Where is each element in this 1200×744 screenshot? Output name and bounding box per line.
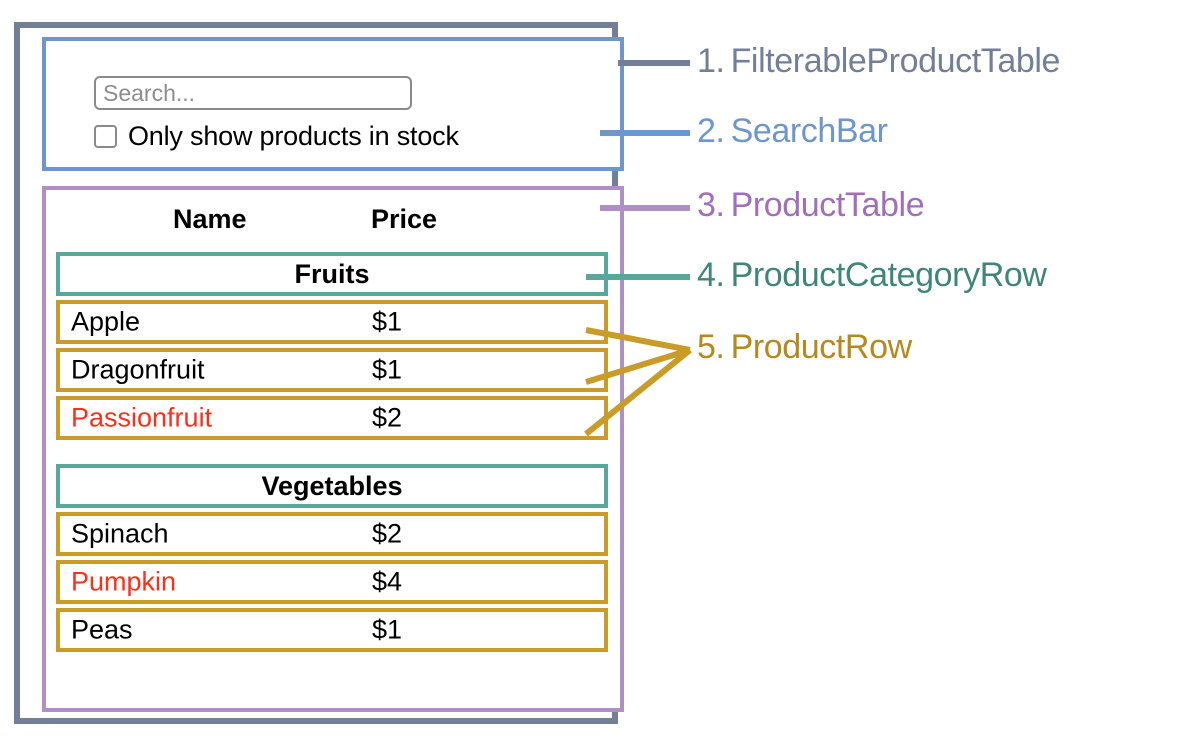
checkbox-icon[interactable] <box>94 125 117 148</box>
product-category-row: Fruits <box>56 252 608 296</box>
group-spacer <box>56 444 608 464</box>
legend-item-product-row: 5.ProductRow <box>697 328 912 367</box>
product-name: Passionfruit <box>71 402 213 433</box>
product-table-body: Fruits Apple $1 Dragonfruit $1 Passionfr… <box>56 252 608 656</box>
product-category-row: Vegetables <box>56 464 608 508</box>
product-table-frame: Name Price Fruits Apple $1 Dragonfruit $… <box>42 186 624 712</box>
legend-name: FilterableProductTable <box>730 42 1061 80</box>
legend-item-search-bar: 2.SearchBar <box>697 112 888 151</box>
product-name: Peas <box>71 614 133 645</box>
product-price: $1 <box>372 306 403 337</box>
legend-number: 4. <box>697 256 725 294</box>
product-table-header: Name Price <box>46 204 620 240</box>
category-label: Vegetables <box>261 470 403 501</box>
category-label: Fruits <box>294 258 370 289</box>
legend-name: SearchBar <box>730 112 888 150</box>
product-row: Apple $1 <box>56 300 608 344</box>
in-stock-checkbox-row[interactable]: Only show products in stock <box>94 121 459 152</box>
legend-item-product-category-row: 4.ProductCategoryRow <box>697 256 1047 295</box>
product-price: $2 <box>372 402 403 433</box>
legend-number: 3. <box>697 186 725 224</box>
product-name: Apple <box>71 306 141 337</box>
legend-number: 1. <box>697 42 725 80</box>
legend-number: 5. <box>697 328 725 366</box>
product-row: Pumpkin $4 <box>56 560 608 604</box>
search-bar-frame: Search... Only show products in stock <box>42 37 624 171</box>
product-price: $2 <box>372 518 403 549</box>
product-price: $1 <box>372 614 403 645</box>
legend-number: 2. <box>697 112 725 150</box>
legend-name: ProductRow <box>730 328 913 366</box>
legend-item-product-table: 3.ProductTable <box>697 186 925 225</box>
column-header-name: Name <box>173 204 247 234</box>
product-row: Spinach $2 <box>56 512 608 556</box>
product-row: Dragonfruit $1 <box>56 348 608 392</box>
product-row: Peas $1 <box>56 608 608 652</box>
product-price: $1 <box>372 354 403 385</box>
product-name: Spinach <box>71 518 169 549</box>
product-price: $4 <box>372 566 403 597</box>
column-header-price: Price <box>371 204 438 234</box>
product-row: Passionfruit $2 <box>56 396 608 440</box>
search-input[interactable]: Search... <box>94 76 412 110</box>
legend-name: ProductTable <box>730 186 925 224</box>
in-stock-checkbox-label: Only show products in stock <box>128 121 459 151</box>
legend-name: ProductCategoryRow <box>730 256 1047 294</box>
product-name: Pumpkin <box>71 566 177 597</box>
product-name: Dragonfruit <box>71 354 205 385</box>
legend-item-filterable-product-table: 1.FilterableProductTable <box>697 42 1060 81</box>
